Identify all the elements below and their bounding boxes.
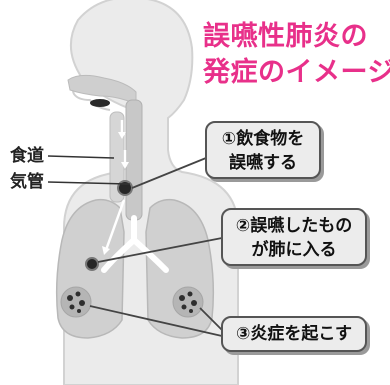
trachea-label: 気管: [10, 172, 44, 192]
trachea-leader: [47, 181, 131, 185]
diagram-title-line2: 発症のイメージ: [203, 57, 390, 88]
callout-aspiration-line1: ①飲食物を: [221, 129, 305, 149]
flow-arrows: [102, 120, 129, 255]
callout-enters-lung-line1: ②誤嚥したもの: [235, 216, 353, 236]
callout-aspiration-line2: 誤嚥する: [229, 153, 297, 173]
esophagus-leader: [47, 155, 115, 159]
callout2-connector: [97, 237, 223, 263]
inflammation-right: [172, 286, 204, 318]
bronchi: [101, 215, 169, 273]
callout-inflammation: ③炎症を起こす: [221, 316, 367, 352]
diagram-title-line1: 誤嚥性肺炎の: [203, 21, 368, 52]
inflammation-left: [60, 286, 92, 318]
callout3-connector-left: [89, 305, 223, 337]
callout-enters-lung-line2: が肺に入る: [251, 240, 337, 260]
callout-aspiration: ①飲食物を 誤嚥する: [205, 121, 321, 179]
callout1-connector: [131, 157, 207, 189]
callout-enters-lung: ②誤嚥したもの が肺に入る: [221, 208, 367, 266]
callout-inflammation-line1: ③炎症を起こす: [235, 324, 353, 344]
food-bolus-mouth: [90, 99, 110, 107]
callout3-connector-right: [199, 307, 223, 331]
esophagus-label: 食道: [10, 146, 44, 166]
trachea-tube: [125, 99, 143, 221]
food-particle-lung: [85, 257, 99, 271]
